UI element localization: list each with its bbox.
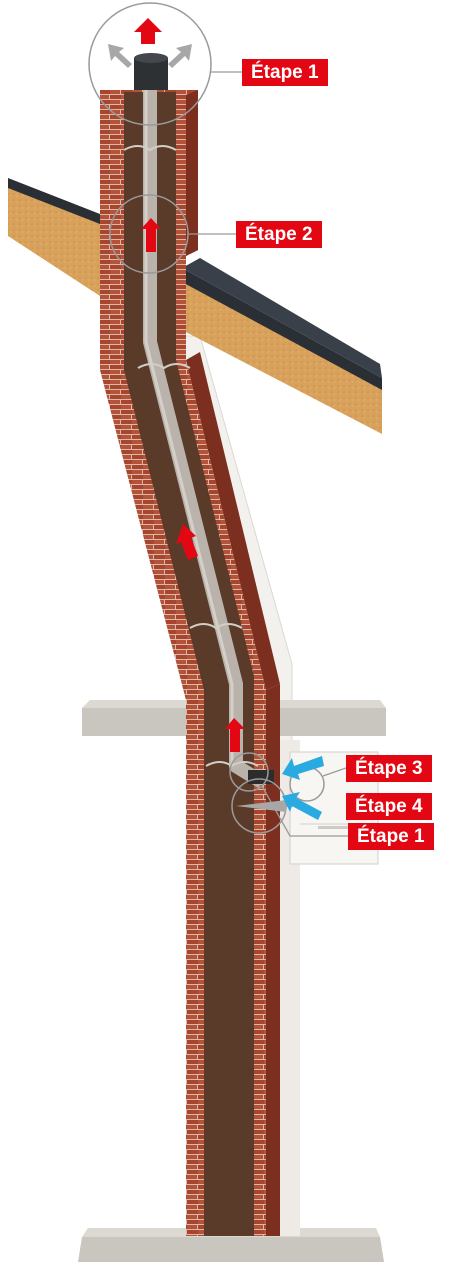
up-arrow-icon (134, 18, 162, 44)
label-step-1-top: Étape 1 (242, 59, 328, 86)
label-step-3: Étape 3 (346, 755, 432, 782)
flue-terminal-cap (134, 53, 168, 90)
label-step-1-bottom: Étape 1 (348, 823, 434, 850)
label-step-2: Étape 2 (236, 221, 322, 248)
label-step-4: Étape 4 (346, 793, 432, 820)
